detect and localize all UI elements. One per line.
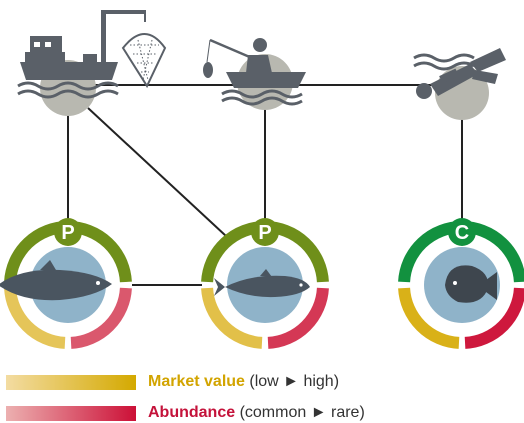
abundance-arc xyxy=(70,287,132,349)
market-value-arc xyxy=(4,287,66,349)
legend-abundance-range: (common ► rare) xyxy=(239,404,365,421)
market-value-gradient-bar xyxy=(6,374,136,390)
role-letter: P xyxy=(61,222,74,244)
trawler-with-net-icon xyxy=(17,10,167,99)
species-node-sardine: P xyxy=(201,218,329,349)
abundance-arc xyxy=(464,287,524,349)
role-badge xyxy=(54,218,82,246)
legend-abundance-label: Abundance xyxy=(148,404,236,421)
role-badge xyxy=(251,218,279,246)
legend-market-value-text: Market value (low ► high) xyxy=(148,373,339,391)
role-letter: P xyxy=(258,222,271,244)
species-node-tuna: P xyxy=(0,218,132,349)
reef-fish-icon xyxy=(445,265,497,303)
legend-market-value-range: (low ► high) xyxy=(249,373,340,390)
angler-in-boat-icon xyxy=(203,38,306,106)
legend-market-value-label: Market value xyxy=(148,373,245,390)
species-node-reef-fish: C xyxy=(398,218,524,349)
link-boat-sardine xyxy=(87,107,227,237)
role-letter: C xyxy=(455,222,469,244)
market-value-arc xyxy=(398,287,460,349)
abundance-arc xyxy=(267,287,329,349)
role-badge xyxy=(448,218,476,246)
abundance-gradient-bar xyxy=(6,405,136,421)
tuna-icon xyxy=(0,260,112,301)
diver-icon xyxy=(413,48,506,99)
market-value-arc xyxy=(201,287,263,349)
legend-market-value: Market value (low ► high) xyxy=(6,372,339,392)
legend-abundance: Abundance (common ► rare) xyxy=(6,403,365,423)
legend-abundance-text: Abundance (common ► rare) xyxy=(148,404,365,422)
sardine-icon xyxy=(214,269,310,298)
